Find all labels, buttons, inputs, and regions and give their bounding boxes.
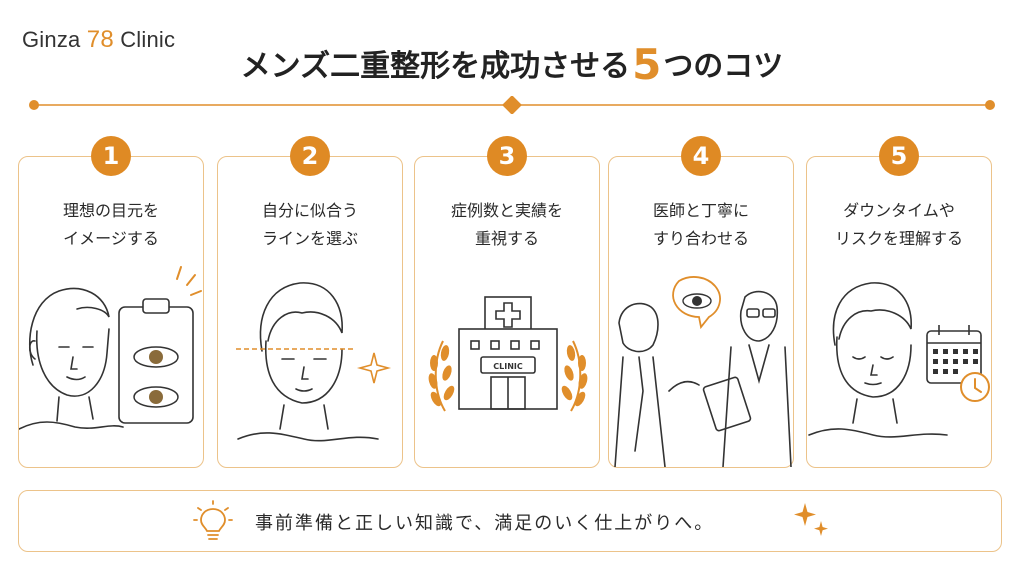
- title-text-post: つのコツ: [663, 49, 784, 84]
- title-text-pre: メンズ二重整形を成功させる: [240, 49, 631, 84]
- tip-card-4: 4 医師と丁寧に すり合わせる: [608, 136, 794, 468]
- title-divider: [29, 96, 995, 114]
- step-badge: 1: [91, 136, 131, 176]
- sparkle-icon: [356, 352, 392, 384]
- bottom-message-bar: 事前準備と正しい知識で、満足のいく仕上がりへ。: [18, 490, 1002, 552]
- tip-text: 自分に似合う ラインを選ぶ: [218, 197, 402, 253]
- clinic-logo: Ginza 78 Clinic: [22, 26, 175, 54]
- man-with-eye-clipboard-illustration: [19, 266, 202, 430]
- clinic-building-illustration: CLINIC: [428, 296, 588, 412]
- clock-icon: [960, 372, 990, 402]
- step-badge: 2: [290, 136, 330, 176]
- tip-card-1: 1 理想の目元を イメージする: [18, 136, 204, 468]
- tip-line-1: 症例数と実績を: [450, 201, 563, 220]
- tip-text: 理想の目元を イメージする: [19, 197, 203, 253]
- sparkle-icon: [794, 503, 828, 536]
- lightbulb-icon: [193, 500, 233, 540]
- tip-card-5: 5 ダウンタイムや リスクを理解する: [806, 136, 992, 468]
- laurel-icon: [428, 340, 588, 412]
- calendar-icon: [926, 325, 982, 384]
- tip-line-1: 理想の目元を: [62, 201, 159, 220]
- tip-text: 症例数と実績を 重視する: [415, 197, 599, 253]
- tip-line-2: すり合わせる: [652, 229, 749, 248]
- logo-text-post: Clinic: [113, 27, 176, 52]
- tip-line-1: 医師と丁寧に: [652, 201, 749, 220]
- page-title: メンズ二重整形を成功させる5つのコツ: [0, 40, 1024, 89]
- logo-number: 78: [86, 26, 114, 53]
- step-badge: 4: [681, 136, 721, 176]
- clipboard-icon: [118, 298, 194, 424]
- tip-line-2: 重視する: [474, 229, 539, 248]
- tip-line-2: リスクを理解する: [834, 229, 963, 248]
- tip-line-1: 自分に似合う: [261, 201, 358, 220]
- step-badge: 5: [879, 136, 919, 176]
- hospital-icon: [458, 296, 558, 410]
- logo-text-pre: Ginza: [22, 27, 87, 52]
- tip-line-2: ラインを選ぶ: [261, 229, 358, 248]
- man-face-line-guide-illustration: [236, 282, 392, 442]
- resting-man-calendar-illustration: [808, 282, 990, 438]
- speech-bubble-eye-icon: [672, 276, 721, 330]
- tip-text: 医師と丁寧に すり合わせる: [609, 197, 793, 253]
- clinic-sign-text: CLINIC: [493, 362, 523, 371]
- title-accent-number: 5: [632, 40, 662, 89]
- step-badge: 3: [487, 136, 527, 176]
- tip-card-3: 3 症例数と実績を 重視する CLINIC: [414, 136, 600, 468]
- doctor-consultation-illustration: [614, 276, 792, 467]
- bottom-message-text: 事前準備と正しい知識で、満足のいく仕上がりへ。: [255, 513, 715, 534]
- tip-text: ダウンタイムや リスクを理解する: [807, 197, 991, 253]
- tip-card-2: 2 自分に似合う ラインを選ぶ: [217, 136, 403, 468]
- tip-line-2: イメージする: [63, 229, 159, 248]
- tip-line-1: ダウンタイムや: [843, 201, 955, 220]
